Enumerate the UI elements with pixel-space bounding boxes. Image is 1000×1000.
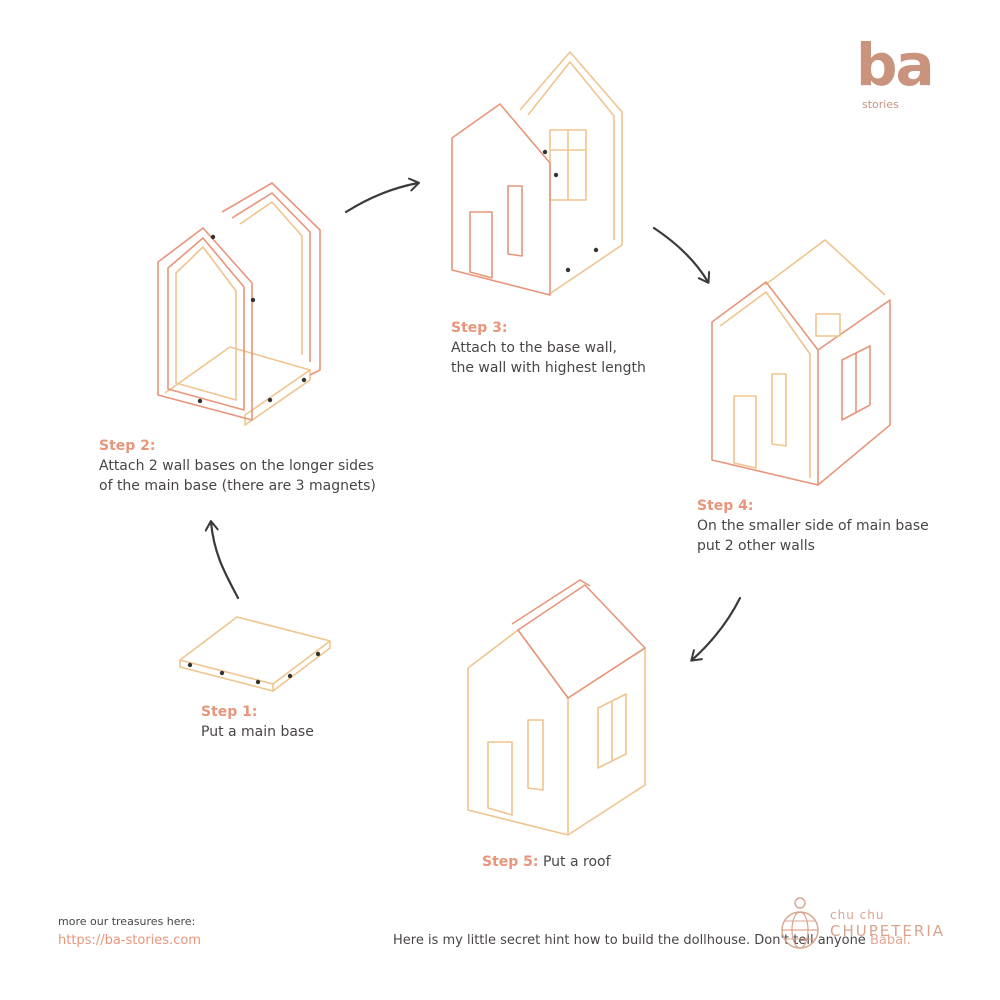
partner-logo: chu chu CHUPETERIA [830,908,945,940]
step-3-caption: Step 3: Attach to the base wall, the wal… [451,318,646,378]
hint-text: Here is my little secret hint how to bui… [393,933,866,948]
step-5-roof-illustration [467,579,646,836]
secret-hint: Here is my little secret hint how to bui… [393,933,911,948]
website-link[interactable]: https://ba-stories.com [58,933,201,948]
step-2-text: Attach 2 wall bases on the longer sides … [99,458,376,494]
step-5-caption: Step 5: Put a roof [482,852,611,872]
step-4-four-walls-illustration [711,239,891,486]
step-3-text: Attach to the base wall, the wall with h… [451,340,646,376]
partner-line1: chu chu [830,908,885,922]
arrow-step4-to-step5 [690,596,742,662]
treasures-label: more our treasures here: [58,915,196,928]
step-5-text: Put a roof [542,854,611,870]
brand-logo: ba stories [856,30,946,120]
step-3-back-wall-illustration [451,51,623,296]
hint-end-text: Babal. [869,933,911,948]
logo-main-text: ba [856,31,935,99]
arrow-step2-to-step3 [344,177,420,214]
step-1-caption: Step 1: Put a main base [201,702,314,742]
step-4-text: On the smaller side of main base put 2 o… [697,518,929,554]
arrow-step3-to-step4 [652,226,711,284]
step-1-label: Step 1: [201,704,258,720]
step-4-caption: Step 4: On the smaller side of main base… [697,496,929,556]
step-2-caption: Step 2: Attach 2 wall bases on the longe… [99,436,376,496]
globe-icon [781,897,819,949]
step-1-base-illustration [179,616,331,692]
step-1-text: Put a main base [201,724,314,740]
partner-line2: CHUPETERIA [830,922,946,940]
step-2-walls-illustration [157,182,321,426]
step-5-label: Step 5: [482,854,539,870]
logo-sub-text: stories [862,98,899,111]
arrow-step1-to-step2 [204,520,240,600]
step-2-label: Step 2: [99,438,156,454]
step-4-label: Step 4: [697,498,754,514]
step-3-label: Step 3: [451,320,508,336]
